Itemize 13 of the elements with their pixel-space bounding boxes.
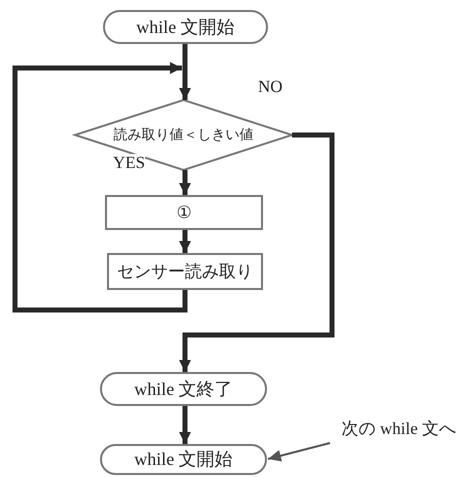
- edge-label: NO: [258, 78, 283, 95]
- process-box: センサー読み取り: [107, 253, 263, 290]
- arrow: [179, 44, 191, 100]
- arrow: [179, 170, 191, 195]
- edge-label: YES: [113, 154, 146, 171]
- note-text: 次の while 文へ: [300, 416, 456, 442]
- arrow: [179, 406, 191, 444]
- process-box: ①: [105, 195, 263, 230]
- condition-text: 読み取り値＜しきい値: [114, 126, 254, 144]
- arrow: [179, 230, 191, 253]
- arrow: [12, 62, 188, 312]
- arrow: [268, 442, 330, 462]
- arrow: [179, 132, 334, 372]
